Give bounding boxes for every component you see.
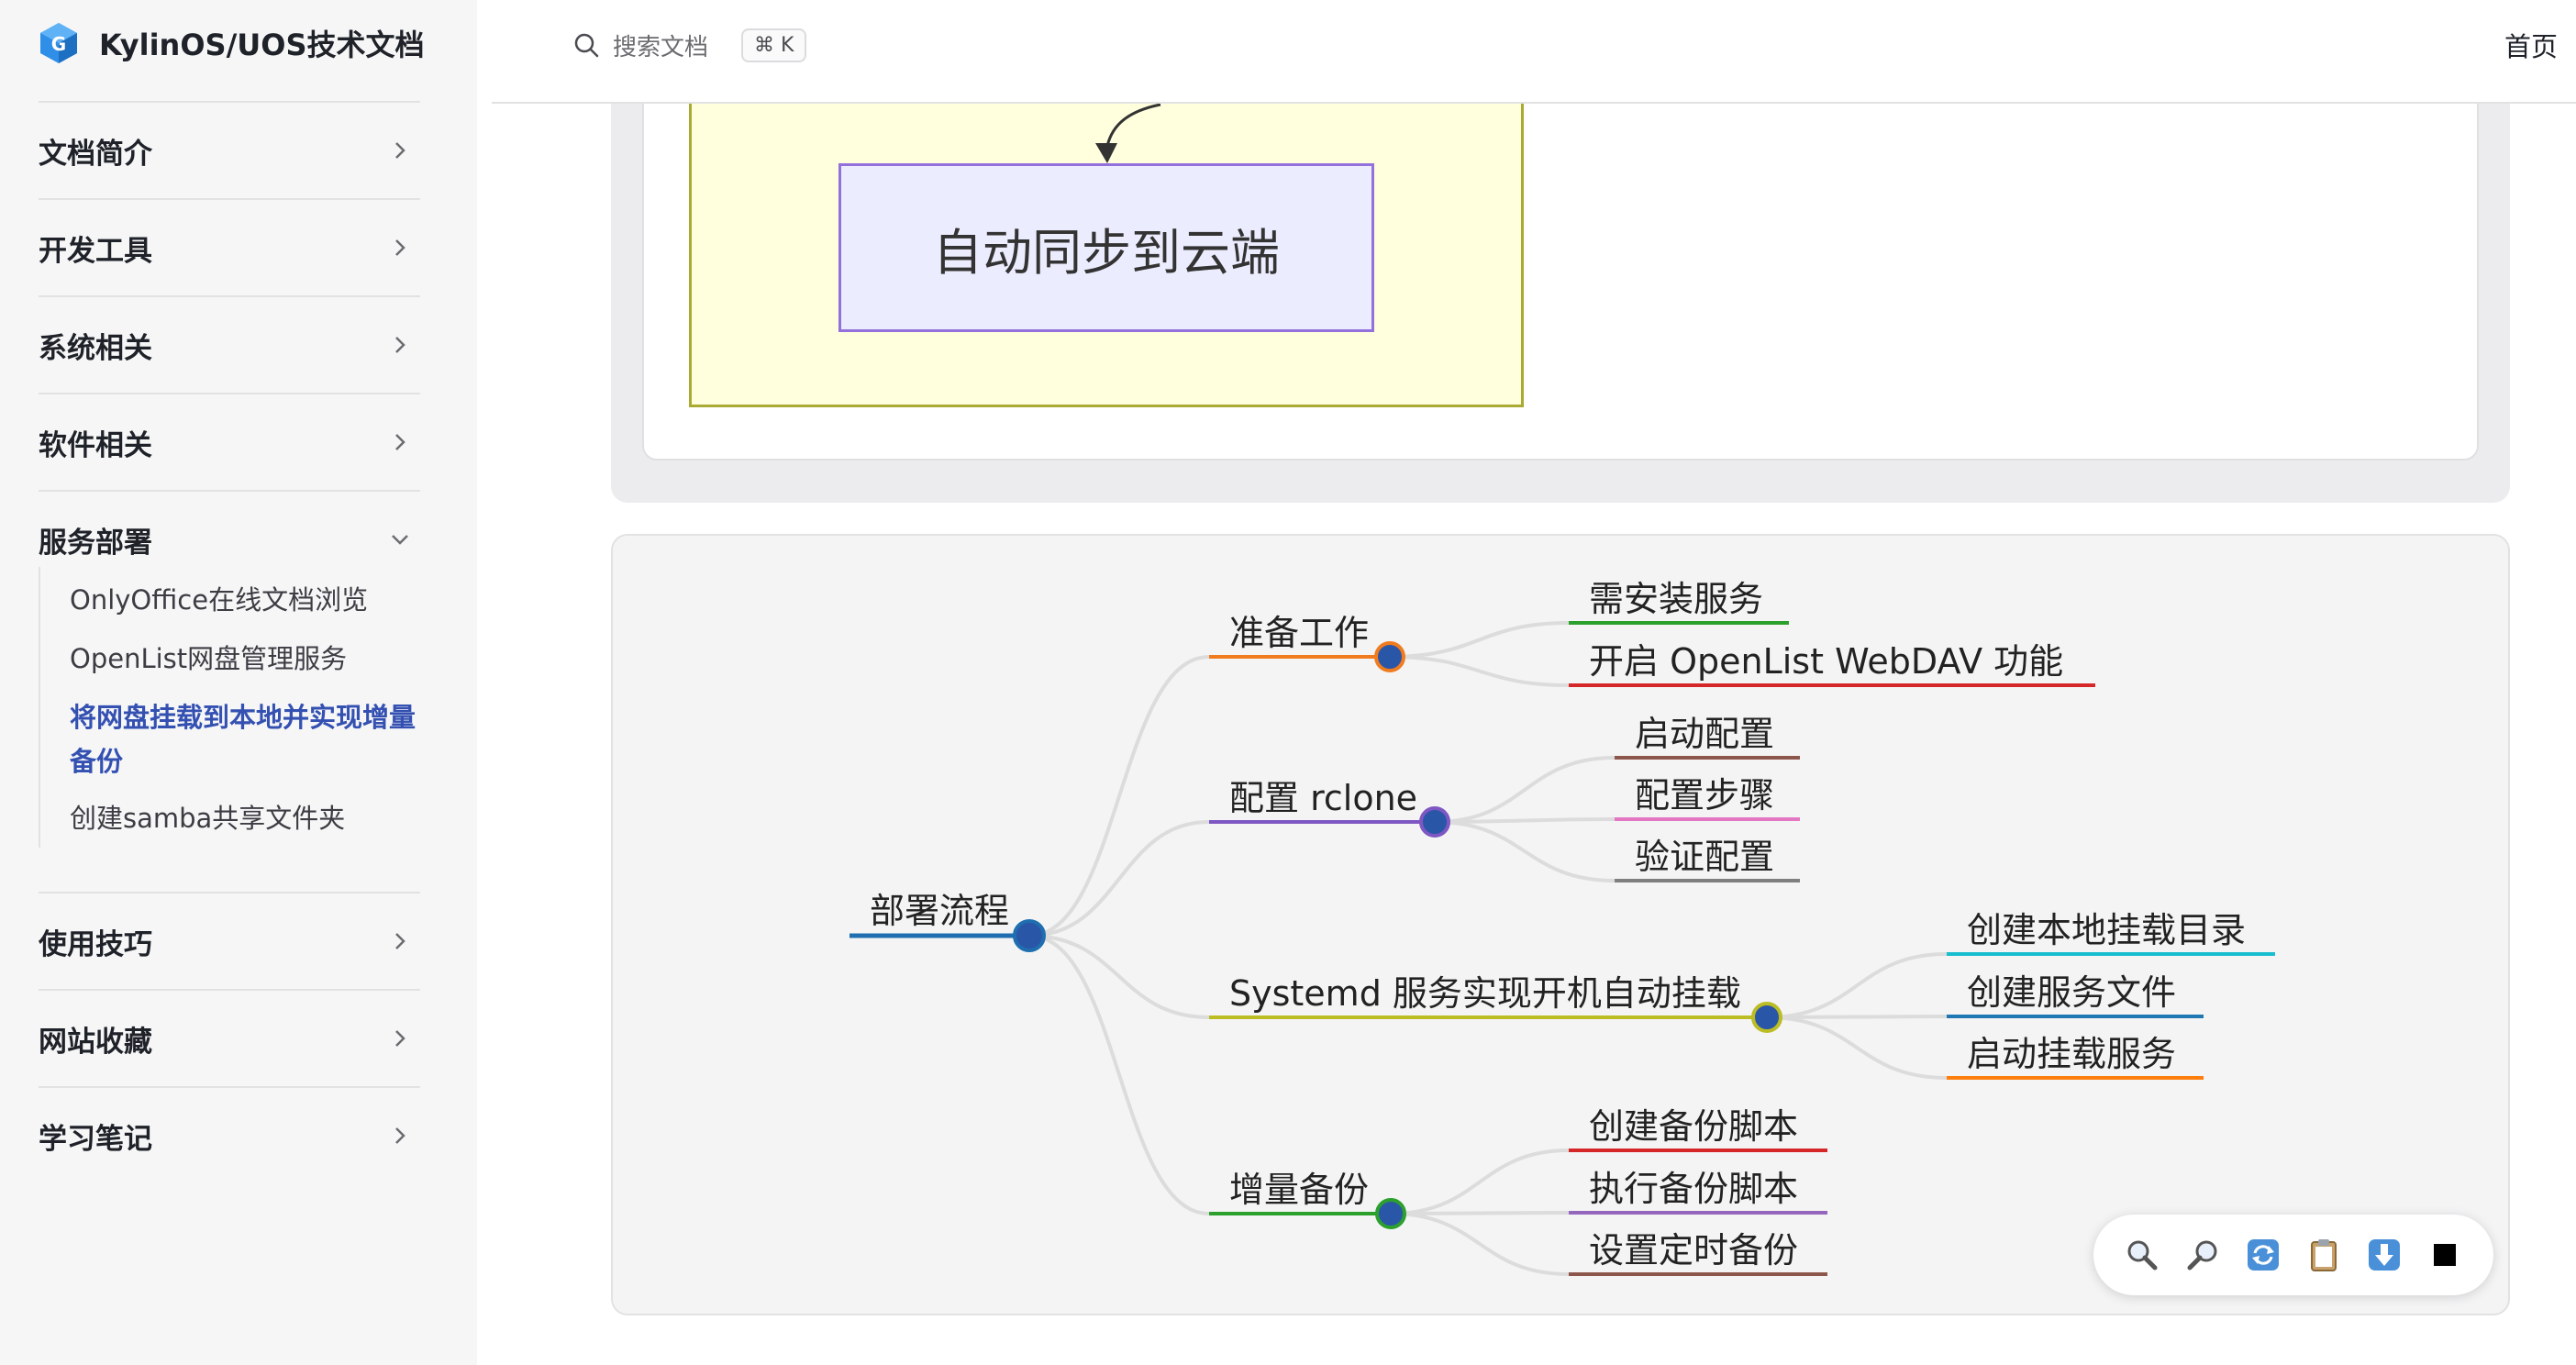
mindmap-leaf-label: 启动配置 bbox=[1635, 714, 1774, 754]
chevron-down-icon bbox=[392, 535, 408, 545]
sidebar-section-label: 开发工具 bbox=[39, 234, 152, 268]
mindmap-branch-node[interactable] bbox=[1419, 806, 1450, 838]
fullscreen-icon bbox=[2434, 1244, 2456, 1266]
sidebar-section-label: 系统相关 bbox=[39, 331, 152, 365]
mindmap-link bbox=[1028, 655, 1210, 938]
mindmap-link bbox=[1390, 1211, 1570, 1215]
sidebar-item-openlist[interactable]: OpenList网盘管理服务 bbox=[70, 643, 348, 674]
sidebar-section-intro[interactable]: 文档简介 bbox=[39, 101, 420, 198]
sidebar-item-mount-backup[interactable]: 将网盘挂载到本地并实现增量备份 bbox=[70, 702, 416, 777]
mindmap-link bbox=[1028, 820, 1210, 938]
mindmap-leaf-label: 创建备份脚本 bbox=[1589, 1106, 1798, 1147]
sidebar: G KylinOS/UOS技术文档 文档简介 开发工具 系统相关 软件相关 服务… bbox=[0, 0, 477, 1365]
mindmap-container bbox=[611, 534, 2510, 1315]
fullscreen-button[interactable] bbox=[2425, 1235, 2465, 1275]
mindmap-toolbar bbox=[2093, 1215, 2493, 1295]
logo-icon: G bbox=[40, 23, 77, 63]
chevron-right-icon bbox=[395, 239, 405, 256]
mindmap-link bbox=[1389, 621, 1570, 659]
sidebar-section-label: 使用技巧 bbox=[39, 927, 152, 961]
mindmap-link bbox=[1390, 1149, 1570, 1215]
mindmap-leaf-label: 启动挂载服务 bbox=[1967, 1034, 2176, 1074]
reset-button[interactable] bbox=[2243, 1235, 2283, 1275]
sidebar-section-label: 软件相关 bbox=[39, 428, 152, 462]
nav-home-link[interactable]: 首页 bbox=[2504, 31, 2558, 62]
chevron-right-icon bbox=[395, 337, 405, 353]
mindmap-link bbox=[1028, 934, 1210, 1215]
search-shortcut-badge: ⌘ K bbox=[741, 28, 807, 62]
mindmap-link bbox=[1434, 817, 1616, 824]
mindmap-link bbox=[1766, 1015, 1948, 1019]
mindmap-link bbox=[1434, 756, 1616, 824]
mindmap-link bbox=[1389, 655, 1570, 687]
zoom-in-button[interactable] bbox=[2122, 1235, 2162, 1275]
mindmap-link bbox=[1434, 820, 1616, 882]
sidebar-section-bookmarks[interactable]: 网站收藏 bbox=[39, 989, 420, 1086]
search-icon bbox=[574, 33, 599, 58]
zoom-out-button[interactable] bbox=[2182, 1235, 2223, 1275]
sidebar-section-label: 服务部署 bbox=[39, 526, 152, 560]
svg-text:G: G bbox=[51, 33, 66, 55]
mindmap-link bbox=[1766, 1015, 1948, 1080]
mindmap-leaf-label: 开启 OpenList WebDAV 功能 bbox=[1589, 641, 2063, 682]
mindmap-leaf-label: 需安装服务 bbox=[1589, 579, 1763, 619]
brand[interactable]: G KylinOS/UOS技术文档 bbox=[37, 20, 425, 66]
top-bar: 搜索文档 ⌘ K 首页 bbox=[492, 0, 2576, 104]
mindmap-link bbox=[1766, 952, 1948, 1019]
sidebar-section-software[interactable]: 软件相关 bbox=[39, 393, 420, 490]
mindmap-leaf-label: 验证配置 bbox=[1635, 837, 1774, 877]
sidebar-subnav: OnlyOffice在线文档浏览 OpenList网盘管理服务 将网盘挂载到本地… bbox=[39, 567, 433, 848]
sidebar-section-label: 网站收藏 bbox=[39, 1025, 152, 1059]
mindmap-branch-label: 增量备份 bbox=[1229, 1170, 1369, 1210]
mindmap-link bbox=[1390, 1212, 1570, 1276]
chevron-right-icon bbox=[395, 1030, 405, 1047]
zoom-out-icon bbox=[2187, 1240, 2217, 1271]
mindmap-leaf-label: 执行备份脚本 bbox=[1589, 1169, 1798, 1209]
zoom-in-icon bbox=[2127, 1240, 2158, 1271]
mindmap-branch-node[interactable] bbox=[1374, 641, 1405, 672]
download-icon bbox=[2369, 1239, 2400, 1271]
copy-button[interactable] bbox=[2304, 1235, 2344, 1275]
download-button[interactable] bbox=[2364, 1235, 2404, 1275]
mindmap-leaf-label: 设置定时备份 bbox=[1589, 1230, 1798, 1271]
sidebar-section-label: 文档简介 bbox=[39, 137, 152, 171]
reset-icon bbox=[2248, 1239, 2279, 1271]
site-title: KylinOS/UOS技术文档 bbox=[99, 28, 425, 62]
search-placeholder: 搜索文档 bbox=[613, 33, 709, 61]
sidebar-section-tips[interactable]: 使用技巧 bbox=[39, 892, 420, 989]
flowchart-node: 自动同步到云端 bbox=[838, 163, 1374, 332]
mindmap-link bbox=[1028, 934, 1210, 1019]
sidebar-section-devtools[interactable]: 开发工具 bbox=[39, 198, 420, 295]
mindmap-branch-node[interactable] bbox=[1751, 1002, 1782, 1033]
mindmap-branch-node[interactable] bbox=[1375, 1198, 1406, 1229]
sidebar-section-notes[interactable]: 学习笔记 bbox=[39, 1086, 420, 1183]
mindmap-root-node[interactable] bbox=[1013, 919, 1046, 952]
copy-icon bbox=[2311, 1239, 2337, 1271]
mindmap-leaf-label: 配置步骤 bbox=[1635, 775, 1774, 816]
search-button[interactable]: 搜索文档 ⌘ K bbox=[572, 22, 807, 68]
sidebar-section-label: 学习笔记 bbox=[39, 1122, 152, 1156]
mindmap-leaf-label: 创建本地挂载目录 bbox=[1967, 910, 2246, 950]
sidebar-section-deploy[interactable]: 服务部署 bbox=[39, 490, 420, 587]
chevron-right-icon bbox=[395, 434, 405, 450]
sidebar-section-system[interactable]: 系统相关 bbox=[39, 295, 420, 393]
mindmap-branch-label: Systemd 服务实现开机自动挂载 bbox=[1229, 973, 1741, 1014]
mindmap-root-label: 部署流程 bbox=[870, 891, 1009, 931]
mindmap-leaf-label: 创建服务文件 bbox=[1967, 972, 2176, 1013]
mindmap-branch-label: 准备工作 bbox=[1229, 613, 1369, 653]
sidebar-item-onlyoffice[interactable]: OnlyOffice在线文档浏览 bbox=[70, 584, 369, 616]
chevron-right-icon bbox=[395, 933, 405, 949]
chevron-right-icon bbox=[395, 1127, 405, 1144]
sidebar-item-samba[interactable]: 创建samba共享文件夹 bbox=[70, 803, 346, 834]
chevron-right-icon bbox=[395, 142, 405, 159]
mindmap-branch-label: 配置 rclone bbox=[1229, 778, 1417, 818]
